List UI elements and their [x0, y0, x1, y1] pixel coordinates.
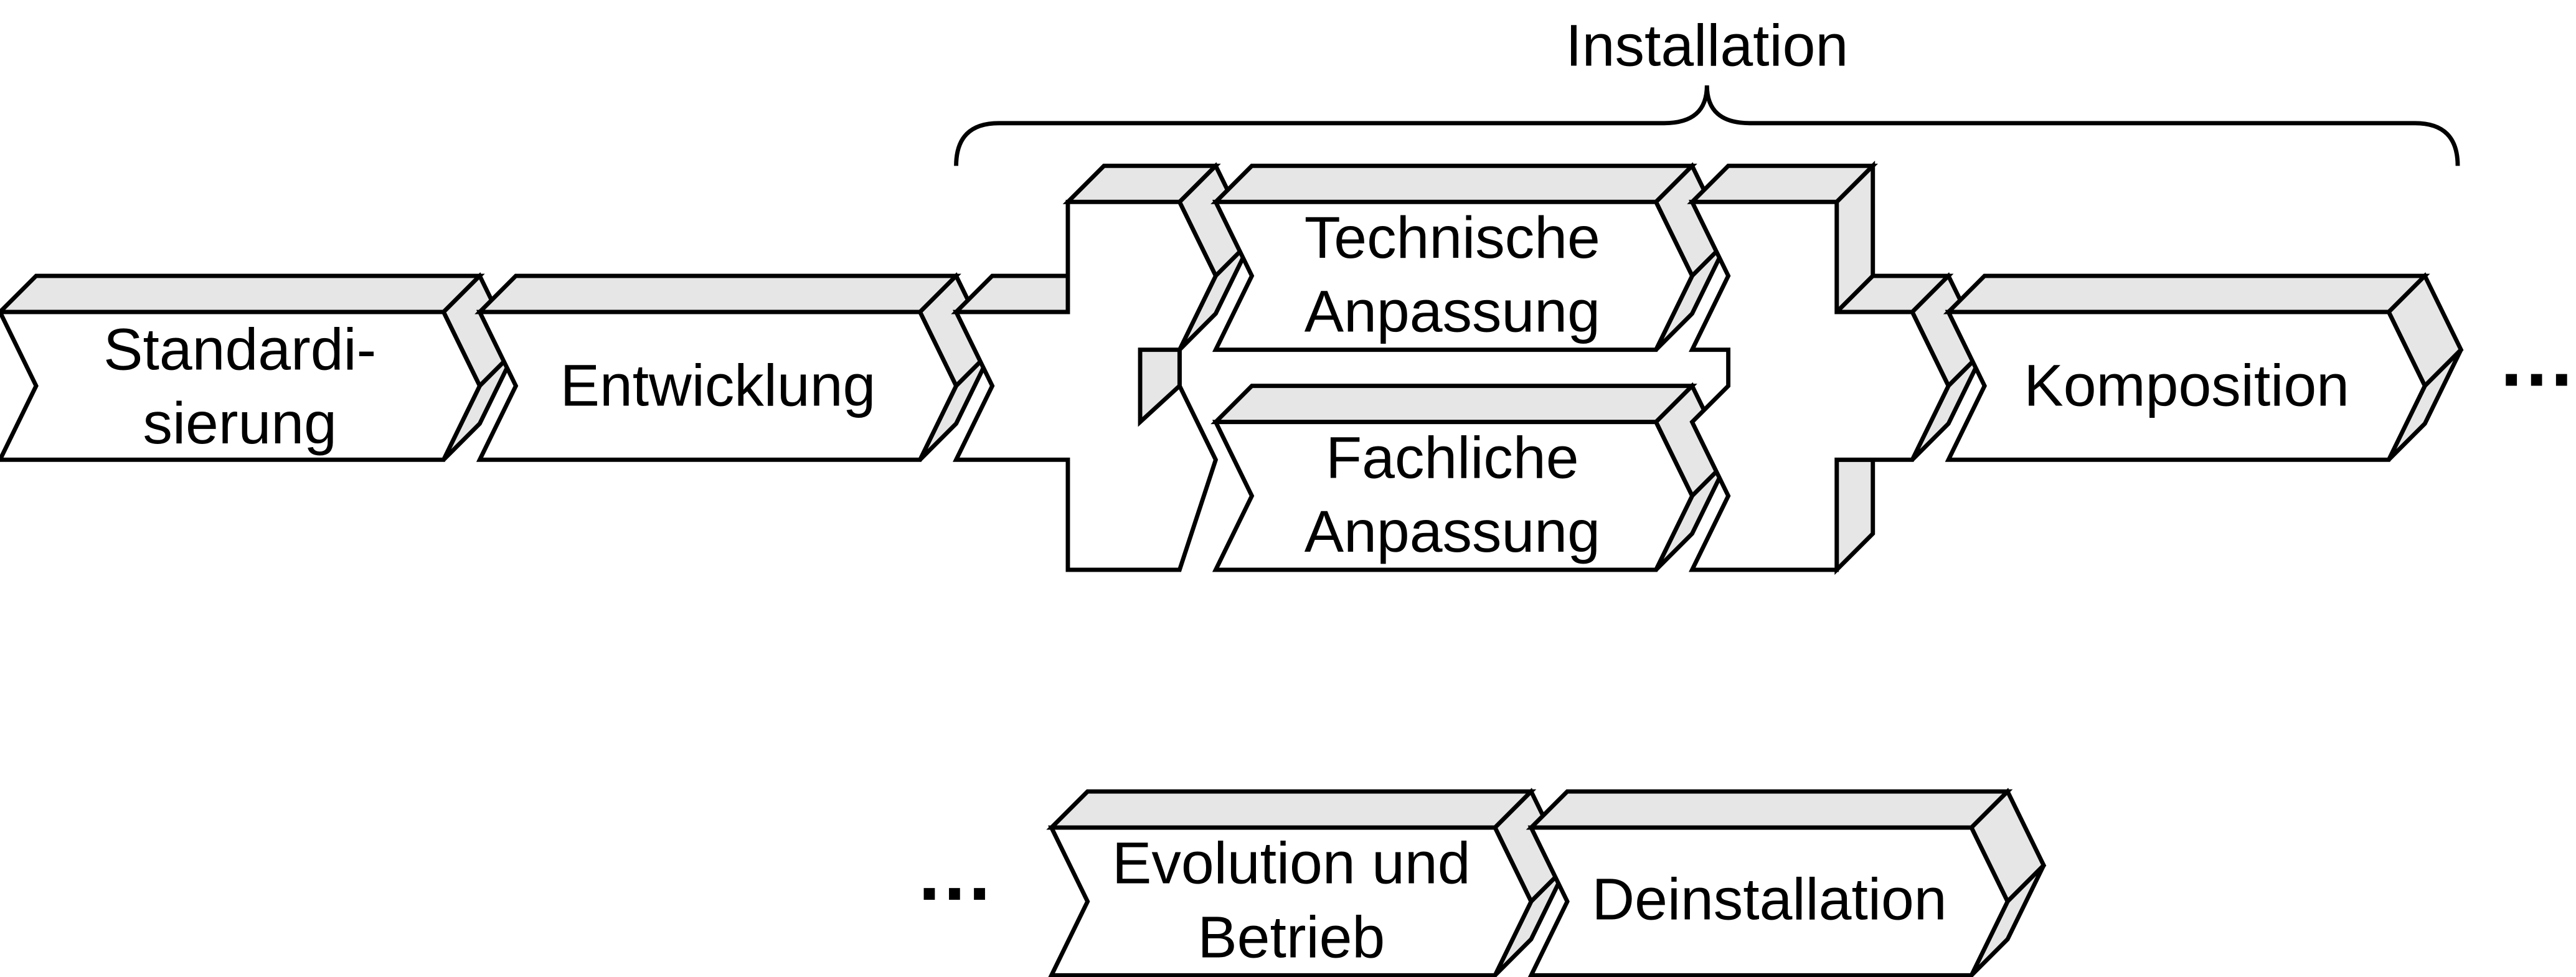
step-technische-anpassung: Technische Anpassung: [1210, 162, 1731, 352]
step-deinstallation-label: Deinstallation: [1592, 867, 1946, 933]
split-connector: [951, 162, 1255, 572]
installation-brace: [954, 85, 2460, 166]
installation-label: Installation: [1565, 13, 1848, 79]
ellipsis-continuation-left: …: [915, 828, 994, 917]
step-evolution-und-betrieb-label-line1: Evolution und: [1112, 831, 1470, 897]
step-standardisierung-label-line2: sierung: [143, 390, 336, 456]
step-standardisierung-label-line1: Standardi-: [103, 316, 376, 382]
ellipsis-continuation-right: …: [2497, 314, 2576, 403]
step-evolution-und-betrieb: Evolution und Betrieb: [1046, 788, 1570, 977]
join-connector: [1687, 161, 1988, 575]
step-komposition-label: Komposition: [2024, 352, 2349, 418]
step-entwicklung: Entwicklung: [474, 272, 995, 462]
step-technische-anpassung-label-line1: Technische: [1305, 205, 1600, 271]
installation-group: Installation: [954, 13, 2460, 166]
step-technische-anpassung-label-line2: Anpassung: [1305, 279, 1600, 345]
step-evolution-und-betrieb-label-line2: Betrieb: [1197, 904, 1385, 970]
step-entwicklung-label: Entwicklung: [560, 352, 876, 418]
step-fachliche-anpassung: Fachliche Anpassung: [1210, 382, 1731, 572]
step-deinstallation: Deinstallation: [1526, 788, 2047, 977]
step-fachliche-anpassung-label-line1: Fachliche: [1326, 425, 1578, 491]
step-fachliche-anpassung-label-line2: Anpassung: [1305, 499, 1600, 565]
step-komposition: Komposition: [1943, 272, 2464, 462]
step-standardisierung: Standardi- sierung: [0, 272, 519, 462]
